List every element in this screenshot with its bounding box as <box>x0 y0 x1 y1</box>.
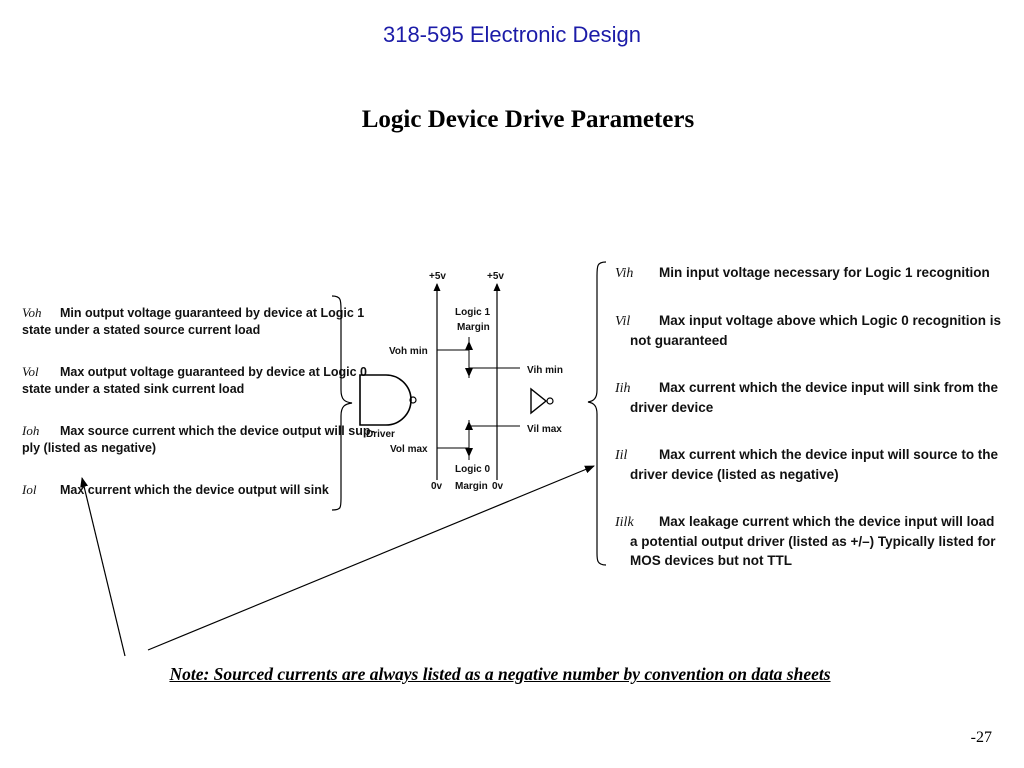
logic0-margin-label: Logic 0 <box>455 464 490 475</box>
logic1-margin-label-2: Margin <box>457 322 490 333</box>
param-vil: Vil Max input voltage above which Logic 0… <box>615 311 1001 350</box>
param-desc: Min output voltage guaranteed by device … <box>60 306 365 320</box>
driver-label: Driver <box>366 429 395 440</box>
param-symbol: Iih <box>615 381 631 396</box>
inverter-bubble-icon <box>546 397 554 405</box>
param-desc: Max current which the device input will … <box>659 380 999 395</box>
note-text: Note: Sourced currents are always listed… <box>169 664 831 684</box>
param-desc-cont: state under a stated sink current load <box>22 382 245 396</box>
param-desc-cont: MOS devices but not TTL <box>630 553 793 568</box>
param-desc: Max leakage current which the device inp… <box>659 514 995 529</box>
course-title: 318-595 Electronic Design <box>382 22 642 47</box>
param-desc: Max input voltage above which Logic 0 re… <box>659 313 1002 328</box>
vih-min-label: Vih min <box>527 365 563 376</box>
param-desc-cont: a potential output driver (listed as +/–… <box>630 534 996 549</box>
param-desc-cont: ply (listed as negative) <box>22 441 157 455</box>
left-brace <box>331 295 353 511</box>
plus5v-left-label: +5v <box>429 271 446 282</box>
param-symbol: Iol <box>22 482 37 497</box>
param-iil: Iil Max current which the device input wi… <box>615 445 998 484</box>
logic0-margin-arrow-up <box>465 421 473 430</box>
plus5v-right-label: +5v <box>487 271 504 282</box>
param-desc-cont: driver device (listed as negative) <box>630 467 839 482</box>
note-arrow-to-iil <box>147 465 595 651</box>
param-ioh: Ioh Max source current which the device o… <box>22 422 375 457</box>
vol-max-label: Vol max <box>390 444 428 455</box>
slide-title: Logic Device Drive Parameters <box>361 106 695 133</box>
param-symbol: Vih <box>615 266 634 281</box>
zero-v-right-label: 0v <box>492 481 504 492</box>
param-desc-cont: not guaranteed <box>630 333 728 348</box>
param-symbol: Ioh <box>22 423 40 438</box>
logic1-margin-label: Logic 1 <box>455 307 490 318</box>
param-symbol: Iil <box>615 448 628 463</box>
param-desc-cont: state under a stated source current load <box>22 323 261 337</box>
param-symbol: Voh <box>22 305 42 320</box>
param-vol: Vol Max output voltage guaranteed by devi… <box>22 363 367 398</box>
page-number: -27 <box>970 729 992 746</box>
nand-gate-icon <box>359 374 412 426</box>
param-voh: Voh Min output voltage guaranteed by devi… <box>22 304 364 339</box>
param-desc: Min input voltage necessary for Logic 1 … <box>659 265 990 280</box>
param-iih: Iih Max current which the device input wi… <box>615 378 998 417</box>
param-vih: Vih Min input voltage necessary for Logic… <box>615 263 990 283</box>
param-iilk: Iilk Max leakage current which the device… <box>615 512 995 570</box>
logic1-margin-arrow-up <box>465 341 473 350</box>
logic0-margin-arrow-down <box>465 448 473 457</box>
note-arrow-to-ioh <box>80 477 126 657</box>
right-brace <box>587 261 607 566</box>
param-symbol: Vol <box>22 364 39 379</box>
logic0-margin-label-2: Margin <box>455 481 488 492</box>
param-symbol: Vil <box>615 314 631 329</box>
nand-bubble-icon <box>409 396 417 404</box>
inverter-icon <box>530 387 548 415</box>
vil-max-label: Vil max <box>527 424 562 435</box>
zero-v-left-label: 0v <box>431 481 443 492</box>
param-desc: Max source current which the device outp… <box>60 424 375 438</box>
param-iol: Iol Max current which the device output w… <box>22 481 329 499</box>
param-desc: Max output voltage guaranteed by device … <box>60 365 368 379</box>
param-desc-cont: driver device <box>630 400 714 415</box>
param-symbol: Iilk <box>615 515 634 530</box>
voh-min-label: Voh min <box>389 346 428 357</box>
param-desc: Max current which the device input will … <box>659 447 999 462</box>
param-desc: Max current which the device output will… <box>60 483 329 497</box>
logic1-margin-arrow-down <box>465 368 473 377</box>
